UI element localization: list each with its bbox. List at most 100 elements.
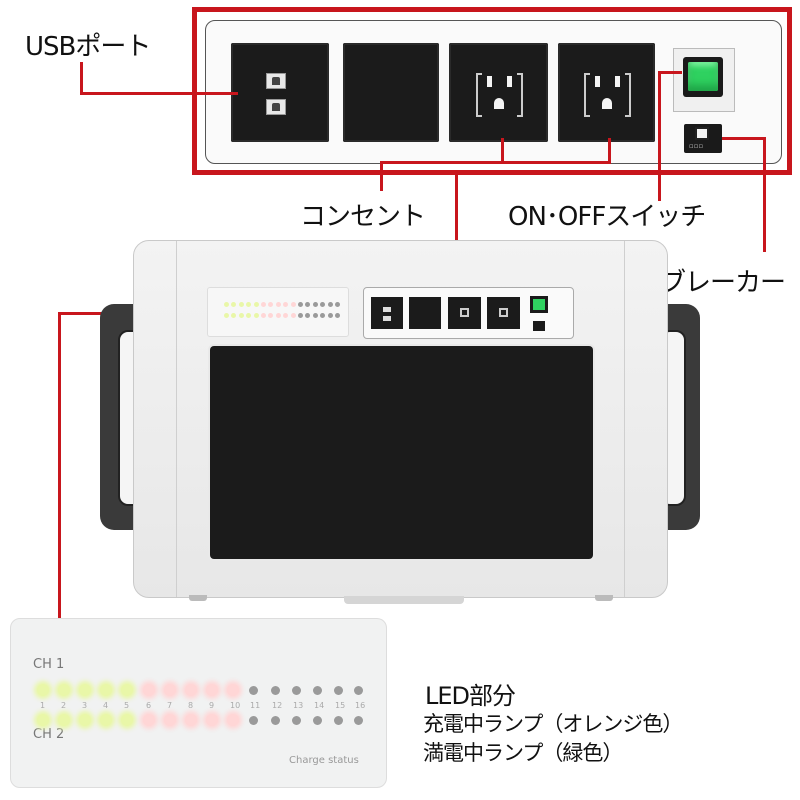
led-ch2-11 — [248, 715, 258, 725]
led-number: 13 — [293, 701, 304, 710]
led-ch1-3 — [79, 684, 91, 696]
outlet-label: コンセント — [300, 202, 426, 232]
led-ch1-4 — [100, 684, 112, 696]
device-led — [320, 302, 326, 307]
led-ch1-15 — [333, 685, 343, 695]
led-ch1-9 — [206, 684, 218, 696]
led-number: 9 — [209, 701, 215, 710]
led-ch2-15 — [333, 715, 343, 725]
ch1-label: CH 1 — [33, 657, 65, 672]
led-ch2-16 — [353, 715, 363, 725]
led-ch2-6 — [143, 714, 155, 726]
device-led — [320, 313, 326, 318]
device-led — [231, 313, 237, 318]
led-ch1-2 — [58, 684, 70, 696]
led-ch2-7 — [164, 714, 176, 726]
usb-port-ch2[interactable] — [266, 99, 286, 115]
led-number: 15 — [335, 701, 346, 710]
charge-status-label: Charge status — [289, 755, 359, 766]
device-led — [283, 313, 289, 318]
device-led — [290, 302, 296, 307]
usb-port-label: USBポート — [25, 32, 151, 62]
device-led — [268, 302, 274, 307]
led-ch2-1 — [37, 714, 49, 726]
charging-lamp-label: 充電中ランプ（オレンジ色） — [423, 712, 683, 736]
led-number: 8 — [188, 701, 194, 710]
device-led — [312, 302, 318, 307]
led-ch1-8 — [185, 684, 197, 696]
device-led — [261, 313, 266, 318]
connector-plate: ▫▫▫ — [205, 20, 782, 164]
led-ch2-3 — [79, 714, 91, 726]
led-number: 7 — [167, 701, 173, 710]
led-ch2-13 — [291, 715, 301, 725]
led-number: 2 — [61, 701, 67, 710]
led-ch1-10 — [227, 684, 239, 696]
device-led — [268, 313, 274, 318]
device-led — [298, 313, 303, 318]
led-ch1-1 — [37, 684, 49, 696]
device-led-panel — [207, 287, 349, 337]
blank-module — [343, 43, 439, 142]
led-ch2-2 — [58, 714, 70, 726]
device-led — [312, 313, 318, 318]
device-led — [238, 313, 244, 318]
led-number: 14 — [314, 701, 325, 710]
led-ch1-7 — [164, 684, 176, 696]
device-led — [261, 302, 266, 307]
led-ch1-16 — [353, 685, 363, 695]
led-number: 11 — [250, 701, 261, 710]
led-ch1-5 — [121, 684, 133, 696]
led-number: 3 — [82, 701, 88, 710]
power-switch[interactable] — [683, 57, 723, 97]
device-led — [275, 313, 281, 318]
led-ch1-14 — [312, 685, 322, 695]
device-led — [224, 302, 229, 307]
led-ch2-5 — [121, 714, 133, 726]
device-led — [253, 313, 259, 318]
device-led — [327, 313, 333, 318]
on-off-switch-label: ON･OFFスイッチ — [508, 202, 706, 232]
device-led — [246, 302, 252, 307]
outlet-1[interactable] — [449, 43, 548, 142]
led-ch2-9 — [206, 714, 218, 726]
led-ch1-13 — [291, 685, 301, 695]
led-ch1-11 — [248, 685, 258, 695]
device-led — [246, 313, 252, 318]
led-number: 6 — [146, 701, 152, 710]
led-ch2-10 — [227, 714, 239, 726]
breaker[interactable]: ▫▫▫ — [684, 124, 722, 153]
usb-module — [231, 43, 329, 142]
device-led — [231, 302, 237, 307]
device-led — [327, 302, 333, 307]
led-number: 1 — [40, 701, 46, 710]
device-led — [305, 302, 311, 307]
device-led — [275, 302, 281, 307]
ch2-label: CH 2 — [33, 727, 65, 742]
led-ch1-12 — [270, 685, 280, 695]
led-ch2-8 — [185, 714, 197, 726]
device-led — [335, 313, 340, 318]
led-section-label: LED部分 — [425, 682, 516, 710]
device-led — [283, 302, 289, 307]
device-connector-plate — [363, 287, 574, 339]
device-led — [305, 313, 311, 318]
device-led — [290, 313, 296, 318]
led-ch2-14 — [312, 715, 322, 725]
led-number: 16 — [355, 701, 366, 710]
led-ch2-12 — [270, 715, 280, 725]
front-door-panel — [210, 346, 593, 559]
full-lamp-label: 満電中ランプ（緑色） — [423, 741, 623, 765]
led-ch1-6 — [143, 684, 155, 696]
led-number: 12 — [272, 701, 283, 710]
led-ch2-4 — [100, 714, 112, 726]
led-number: 4 — [103, 701, 109, 710]
led-number: 10 — [230, 701, 241, 710]
led-number: 5 — [124, 701, 130, 710]
outlet-2[interactable] — [558, 43, 655, 142]
usb-port-ch1[interactable] — [266, 73, 286, 89]
device-led — [335, 302, 340, 307]
breaker-label: ブレーカー — [660, 268, 786, 298]
charging-cabinet — [133, 240, 668, 604]
